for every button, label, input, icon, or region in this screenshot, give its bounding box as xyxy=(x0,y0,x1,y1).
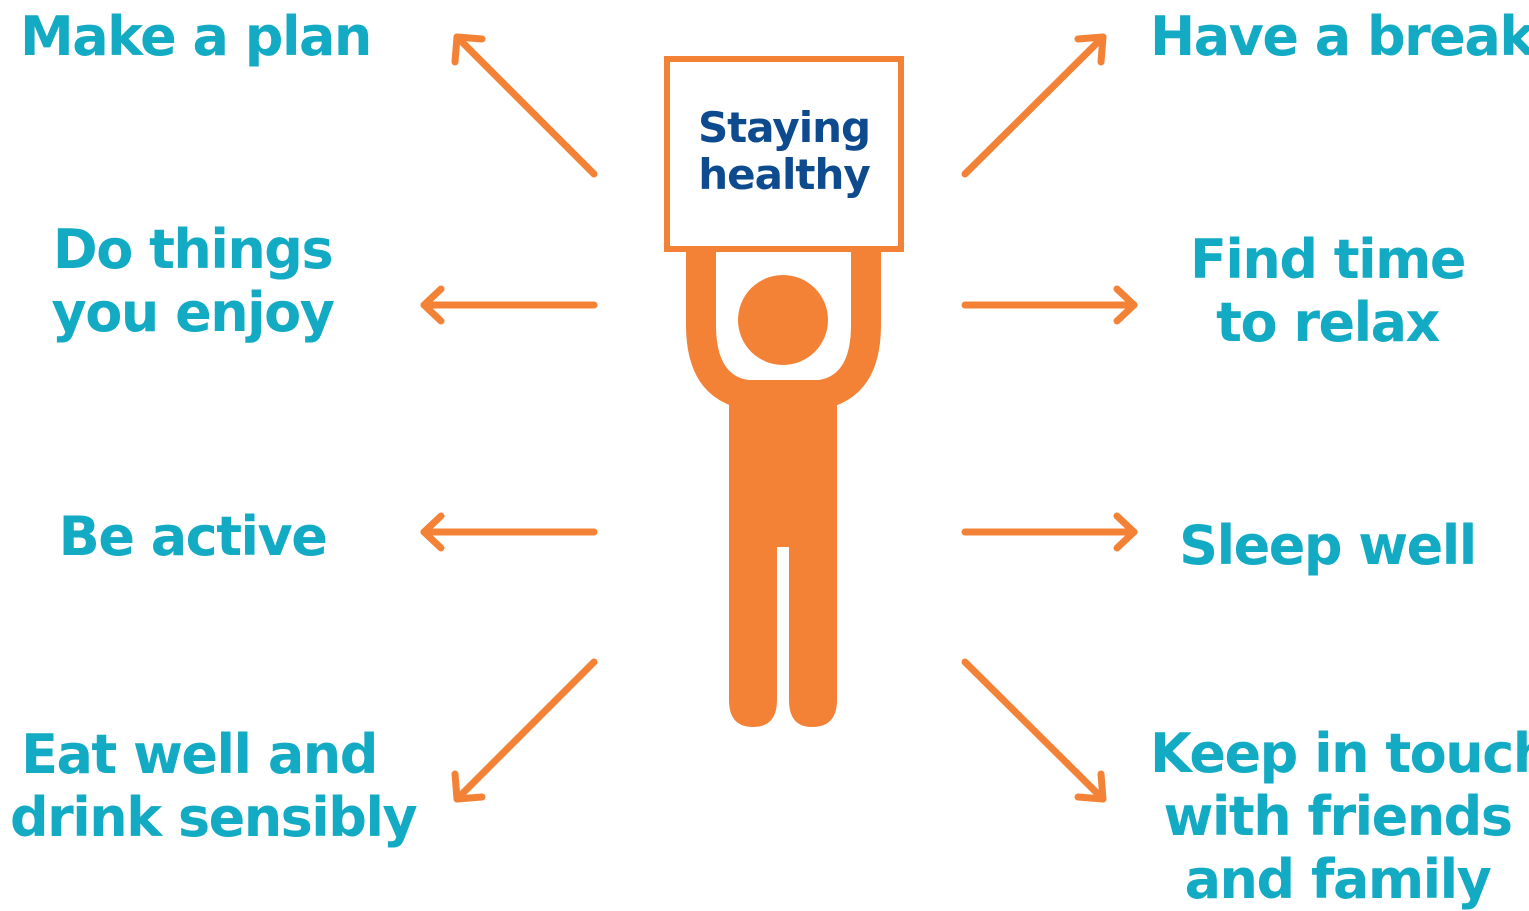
arrow-icon-keep-in-touch xyxy=(961,658,1107,803)
label-keep-in-touch-with-friends-and-family: Keep in touch with friends and family xyxy=(1150,722,1529,911)
label-do-things-you-enjoy: Do things you enjoy xyxy=(51,218,335,344)
arrow-icon-have-a-break xyxy=(961,33,1107,178)
arrow-icon-be-active xyxy=(420,512,598,552)
sign-title-line-1: Staying xyxy=(697,103,871,152)
sign-title-line-2: healthy xyxy=(698,150,870,199)
arrow-icon-eat-well xyxy=(451,658,598,803)
label-sleep-well: Sleep well xyxy=(1179,514,1477,577)
label-eat-well-and-drink-sensibly: Eat well and drink sensibly xyxy=(10,723,418,849)
arrow-icon-find-time xyxy=(961,285,1138,325)
head xyxy=(738,275,828,365)
arrow-icon-sleep-well xyxy=(961,512,1138,552)
sign-title: Staying healthy xyxy=(668,104,900,198)
arrow-icon-make-a-plan xyxy=(451,33,598,178)
sign-board xyxy=(664,56,904,252)
label-make-a-plan: Make a plan xyxy=(20,5,372,68)
body xyxy=(729,400,837,727)
label-have-a-break: Have a break xyxy=(1150,5,1529,68)
label-find-time-to-relax: Find time to relax xyxy=(1189,228,1467,354)
left-arm xyxy=(686,248,790,410)
person-holding-sign-icon xyxy=(664,56,904,727)
label-be-active: Be active xyxy=(58,505,328,568)
right-arm xyxy=(777,248,881,410)
arrow-icon-do-things xyxy=(420,285,598,325)
